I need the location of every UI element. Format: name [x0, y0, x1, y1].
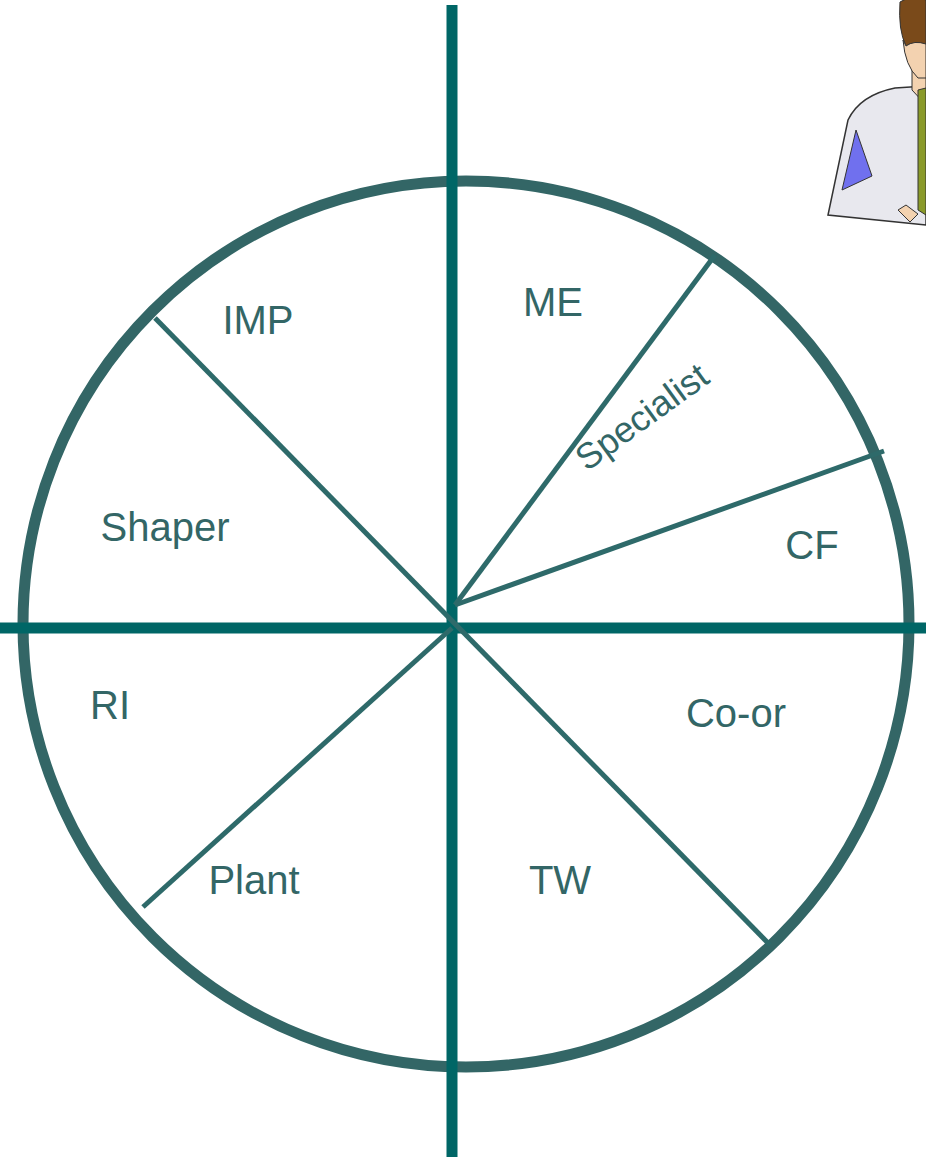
segment-label: Shaper — [101, 507, 230, 547]
segment-label: ME — [523, 282, 583, 322]
segment-label: Plant — [208, 860, 299, 900]
segment-label: RI — [90, 685, 130, 725]
segment-divider — [455, 255, 715, 605]
vertical-axis — [447, 5, 458, 1157]
segment-divider — [455, 451, 884, 605]
segment-label: IMP — [222, 300, 293, 340]
segment-label: Specialist — [569, 357, 715, 477]
segment-divider — [143, 628, 452, 907]
segment-label: TW — [529, 860, 591, 900]
segment-label: Co-or — [686, 693, 786, 733]
segment-divider — [155, 318, 770, 945]
man-clipart — [828, 0, 926, 225]
segment-label: CF — [785, 525, 838, 565]
